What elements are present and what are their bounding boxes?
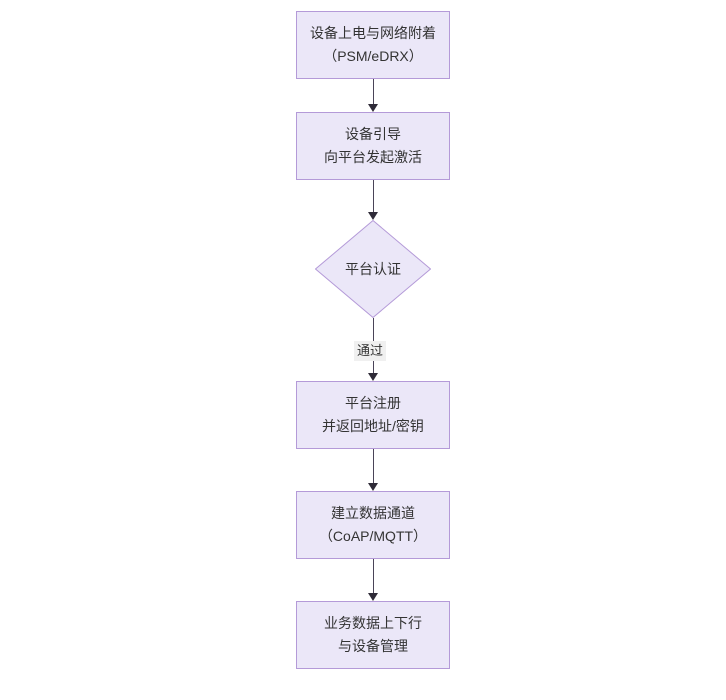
flow-connector-n4-n5 <box>367 449 379 491</box>
connector-line <box>372 449 374 483</box>
diamond-shape-icon <box>315 220 431 318</box>
flow-node-label-line: 并返回地址/密钥 <box>322 418 424 434</box>
flow-node-label-line: 与设备管理 <box>338 638 408 654</box>
flow-node-platform-auth-decision[interactable]: 平台认证 <box>315 220 431 318</box>
flow-connector-n1-n2 <box>367 79 379 112</box>
arrowhead-icon <box>368 373 378 381</box>
flow-node-label-line: 平台认证 <box>345 260 401 277</box>
connector-line <box>372 180 374 212</box>
flow-node-platform-register[interactable]: 平台注册 并返回地址/密钥 <box>296 381 450 449</box>
arrowhead-icon <box>368 593 378 601</box>
arrowhead-icon <box>368 212 378 220</box>
flow-node-label-line: 平台注册 <box>345 395 401 411</box>
arrowhead-icon <box>368 104 378 112</box>
flow-node-data-channel[interactable]: 建立数据通道 （CoAP/MQTT） <box>296 491 450 559</box>
connector-line <box>372 559 374 593</box>
arrowhead-icon <box>368 483 378 491</box>
flow-connector-n2-n3 <box>367 180 379 220</box>
flow-node-label-line: 设备引导 <box>345 126 401 142</box>
flow-node-label-line: 业务数据上下行 <box>324 615 422 631</box>
flow-connector-n5-n6 <box>367 559 379 601</box>
flow-node-label-line: 向平台发起激活 <box>324 149 422 165</box>
flow-node-label-line: （CoAP/MQTT） <box>318 528 428 544</box>
flow-node-label-line: （PSM/eDRX） <box>323 48 423 64</box>
flow-edge-label-pass: 通过 <box>354 341 387 361</box>
flow-node-label-line: 设备上电与网络附着 <box>310 25 436 41</box>
flow-node-label-line: 建立数据通道 <box>331 505 415 521</box>
flow-node-device-power-on[interactable]: 设备上电与网络附着 （PSM/eDRX） <box>296 11 450 79</box>
connector-line <box>372 79 374 104</box>
flow-node-device-bootstrap[interactable]: 设备引导 向平台发起激活 <box>296 112 450 180</box>
flow-node-business-data[interactable]: 业务数据上下行 与设备管理 <box>296 601 450 669</box>
